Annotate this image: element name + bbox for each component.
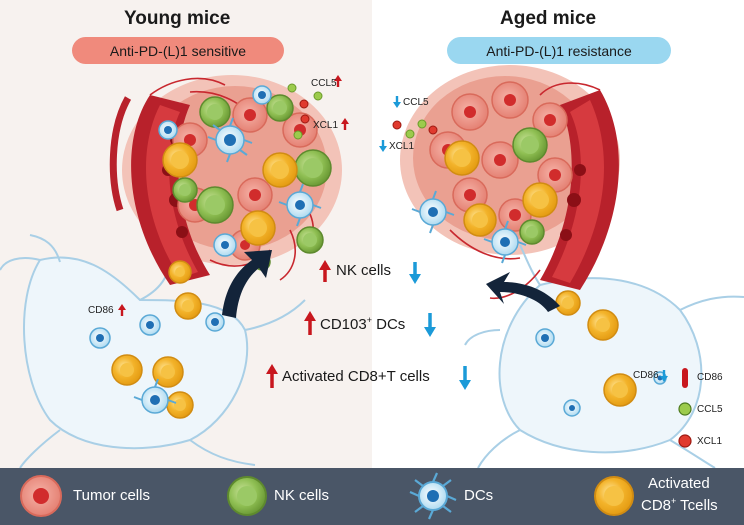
tumor-cell-icon bbox=[20, 475, 62, 517]
legend-dc-label: DCs bbox=[464, 487, 494, 504]
cd8-t-cells-comparison: Activated CD8+T cells bbox=[282, 368, 430, 385]
young-dendritic-cells bbox=[89, 85, 322, 414]
cd8-superscript: + bbox=[671, 496, 677, 506]
cd86-receptor-icon bbox=[682, 368, 688, 388]
nk-cell-icon bbox=[227, 476, 267, 516]
young-ccl5-label: CCL5 bbox=[311, 78, 337, 89]
tcells-text: Tcells bbox=[676, 497, 718, 514]
aged-migration-arrow bbox=[486, 272, 560, 312]
young-cd86-up-arrow bbox=[118, 304, 126, 316]
cd8-t-cells-down-arrow bbox=[459, 366, 471, 390]
aged-ccl5-label: CCL5 bbox=[403, 97, 429, 108]
aged-lymph-node bbox=[498, 277, 703, 454]
legend-bar: Tumor cells NK cells DCs Activated CD8+ … bbox=[0, 468, 744, 525]
red-dot-icon bbox=[678, 434, 692, 448]
key-cd86-label: CD86 bbox=[697, 372, 723, 383]
dcs-text: DCs bbox=[376, 316, 406, 333]
aged-ccl5-down-arrow bbox=[393, 96, 401, 108]
young-migration-arrow bbox=[222, 250, 272, 318]
aged-cd8-t-cells bbox=[444, 140, 637, 407]
young-xcl1-label: XCL1 bbox=[313, 120, 339, 131]
young-lymph-node bbox=[22, 256, 249, 450]
aged-xcl1-down-arrow bbox=[379, 140, 387, 152]
young-lymph-vessels bbox=[0, 234, 306, 468]
cd103-text: CD103 bbox=[320, 316, 367, 333]
aged-cd86-label: CD86 bbox=[633, 370, 659, 381]
resistance-badge: Anti-PD-(L)1 resistance bbox=[447, 37, 671, 64]
nk-cells-up-arrow bbox=[319, 260, 331, 282]
legend-tumor-label: Tumor cells bbox=[73, 487, 150, 504]
aged-cd86-down-arrow bbox=[660, 370, 668, 382]
cd103-dcs-up-arrow bbox=[304, 311, 316, 335]
dendritic-cell-icon bbox=[409, 472, 457, 520]
key-xcl1-label: XCL1 bbox=[697, 436, 723, 447]
young-mice-title: Young mice bbox=[124, 8, 231, 29]
aged-dendritic-cells bbox=[411, 190, 667, 417]
cd8-t-cells-up-arrow bbox=[266, 364, 278, 388]
legend-cd8-label-line2: CD8+ Tcells bbox=[641, 496, 718, 514]
aged-mice-title: Aged mice bbox=[500, 8, 597, 29]
young-cd8-t-cells bbox=[111, 142, 298, 419]
cd8-t-cell-icon bbox=[594, 476, 634, 516]
nk-cells-comparison: NK cells bbox=[336, 262, 392, 279]
aged-nk-cells bbox=[512, 127, 548, 245]
key-ccl5-label: CCL5 bbox=[697, 404, 723, 415]
legend-icons bbox=[20, 472, 634, 520]
cd103-dcs-comparison: CD103+ DCs bbox=[320, 315, 405, 333]
young-cd86-label: CD86 bbox=[88, 305, 114, 316]
young-ccl5-up-arrow bbox=[334, 75, 342, 87]
legend-nk-label: NK cells bbox=[274, 487, 330, 504]
aged-chemokine-dots bbox=[392, 119, 438, 139]
young-xcl1-up-arrow bbox=[341, 118, 349, 130]
cd103-dcs-down-arrow bbox=[424, 313, 436, 337]
aged-blood-vessel bbox=[540, 90, 619, 290]
sensitive-badge: Anti-PD-(L)1 sensitive bbox=[72, 37, 284, 64]
young-chemokine-dots bbox=[287, 83, 323, 140]
aged-lymph-vessels bbox=[464, 244, 744, 468]
cd103-superscript: + bbox=[366, 315, 372, 325]
cd8-text: CD8 bbox=[641, 497, 672, 514]
legend-cd8-label-line1: Activated bbox=[648, 475, 710, 492]
nk-cells-down-arrow bbox=[409, 262, 421, 284]
green-dot-icon bbox=[678, 402, 692, 416]
illustration-canvas bbox=[0, 65, 744, 468]
aged-xcl1-label: XCL1 bbox=[389, 141, 415, 152]
